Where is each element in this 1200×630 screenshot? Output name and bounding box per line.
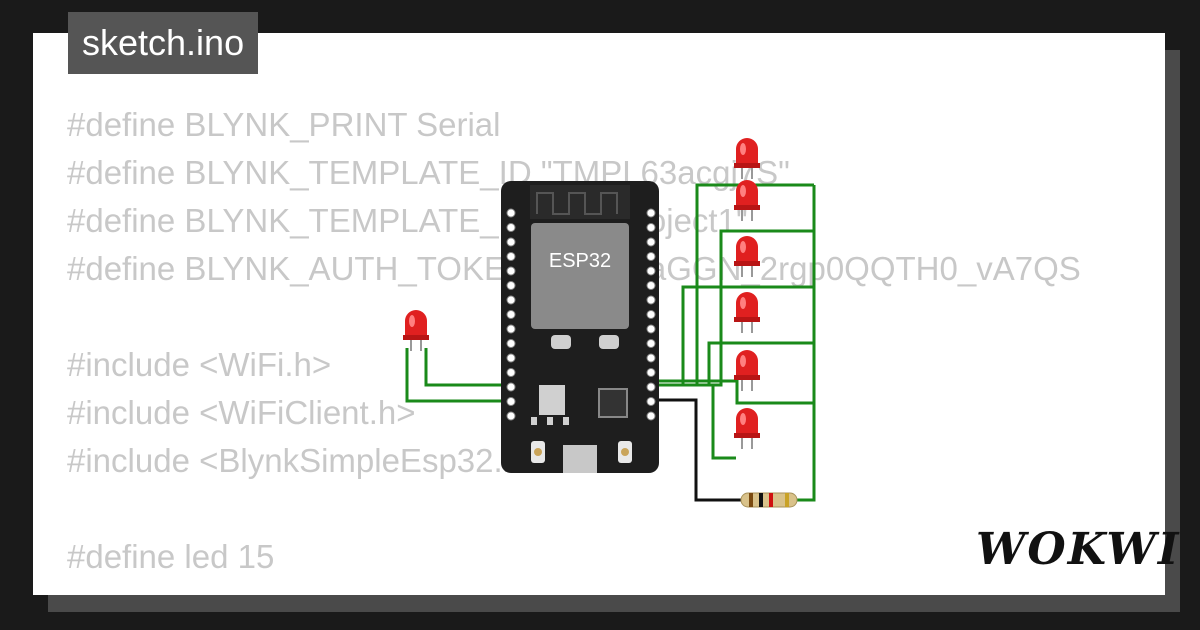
board-pin (646, 310, 656, 319)
board-pin (506, 252, 516, 261)
board-pin (646, 324, 656, 334)
resistor (740, 492, 798, 508)
board-pin (506, 295, 516, 305)
board-pin (646, 208, 656, 218)
led (734, 138, 760, 179)
pins-right (646, 208, 656, 421)
led (734, 408, 760, 449)
board-pin (646, 397, 656, 406)
board-pin (646, 382, 656, 392)
file-tab[interactable]: sketch.ino (68, 12, 259, 74)
wire-left-led-a (424, 348, 511, 387)
code-line: #define led 15 (67, 538, 275, 575)
leds (403, 138, 760, 449)
project-card: #define BLYNK_PRINT Serial#define BLYNK_… (33, 33, 1165, 595)
board-label: ESP32 (549, 250, 611, 272)
led (734, 292, 760, 333)
wire-gnd (653, 398, 741, 502)
wire-right-f (711, 385, 736, 460)
esp32-board: ESP32 (501, 181, 659, 473)
board-pin (506, 208, 516, 218)
code-line: #include <WiFi.h> (67, 346, 332, 383)
board-pin (646, 368, 656, 377)
board-pin (506, 324, 516, 334)
board-pin (506, 411, 516, 421)
led (734, 180, 760, 221)
wire-right-e (653, 379, 814, 405)
board-pin (646, 223, 656, 232)
board-pin (646, 237, 656, 247)
board-pin (506, 223, 516, 232)
board-pin (646, 339, 656, 348)
wire-right-a (653, 183, 814, 387)
wire-left-led-b (405, 348, 511, 403)
board-pin (646, 295, 656, 305)
board-pin (506, 353, 516, 363)
code-preview: #define BLYNK_PRINT Serial#define BLYNK_… (67, 101, 1081, 581)
wire-right-c (653, 285, 814, 387)
wokwi-logo: WOKWI (976, 524, 1181, 575)
led (734, 350, 760, 391)
board-pin (506, 310, 516, 319)
circuit-diagram: ESP32 (403, 138, 816, 508)
board-pin (506, 382, 516, 392)
code-line: #include <WiFiClient.h> (67, 394, 416, 431)
board-pin (646, 281, 656, 290)
board-pin (646, 353, 656, 363)
board-pin (646, 252, 656, 261)
wire-right-b (653, 229, 814, 387)
led (734, 236, 760, 277)
board-pin (646, 411, 656, 421)
code-line: #include <BlynkSimpleEsp32.h> (67, 442, 541, 479)
led (403, 310, 429, 351)
code-line: #define BLYNK_PRINT Serial (67, 106, 501, 143)
wire-gnd-bus (797, 185, 816, 502)
board-pin (646, 266, 656, 276)
board-pin (506, 339, 516, 348)
board-pin (506, 266, 516, 276)
board-pin (506, 237, 516, 247)
board-pin (506, 397, 516, 406)
board-pin (506, 368, 516, 377)
pins-left (506, 208, 516, 421)
wire-right-d (653, 341, 814, 387)
board-pin (506, 281, 516, 290)
